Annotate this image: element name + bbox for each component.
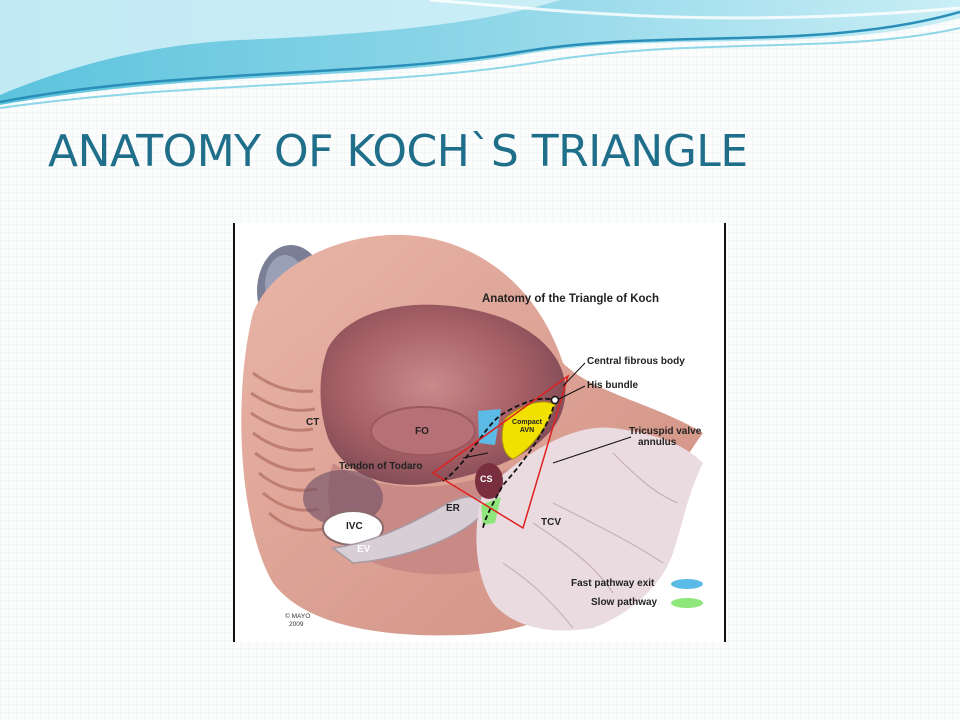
copyright-line1: © MAYO <box>285 613 311 620</box>
legend-label-fast: Fast pathway exit <box>571 578 655 589</box>
coronary-sinus <box>475 463 503 499</box>
label-compact-avn-line1: Compact <box>512 419 542 426</box>
label-compact-avn-line2: AVN <box>519 427 535 434</box>
tricuspid-region <box>476 427 703 631</box>
label-tricuspid-line2: annulus <box>638 437 677 448</box>
label-ivc: IVC <box>346 521 363 532</box>
compact-avn-region <box>501 401 556 460</box>
eustachian-valve <box>331 496 485 564</box>
header-wave-decoration <box>0 0 960 109</box>
label-tcv: TCV <box>541 517 561 528</box>
label-ct: CT <box>306 417 320 428</box>
koch-triangle-outline <box>431 374 570 530</box>
legend-swatch-slow <box>671 598 703 608</box>
copyright-line2: 2009 <box>289 621 304 628</box>
label-ev: EV <box>357 544 371 555</box>
slide-title: ANATOMY OF KOCH`S TRIANGLE <box>48 126 748 177</box>
figure-title: Anatomy of the Triangle of Koch <box>482 293 659 305</box>
fossa-ovalis <box>370 406 476 456</box>
label-tendon-of-todaro: Tendon of Todaro <box>339 461 423 472</box>
label-his-bundle: His bundle <box>587 380 639 391</box>
heart-illustration <box>241 234 704 636</box>
koch-triangle-figure: Anatomy of the Triangle of Koch Central … <box>233 223 726 642</box>
figure-left-border <box>233 223 235 642</box>
label-tricuspid-line1: Tricuspid valve <box>629 426 702 437</box>
label-cs: CS <box>480 474 493 484</box>
his-bundle-marker <box>550 395 560 405</box>
legend-swatch-fast <box>671 579 703 589</box>
figure-right-border <box>724 223 726 642</box>
label-fo: FO <box>415 426 429 437</box>
legend-label-slow: Slow pathway <box>591 597 658 608</box>
label-er: ER <box>446 503 460 514</box>
label-central-fibrous-body: Central fibrous body <box>587 356 685 367</box>
